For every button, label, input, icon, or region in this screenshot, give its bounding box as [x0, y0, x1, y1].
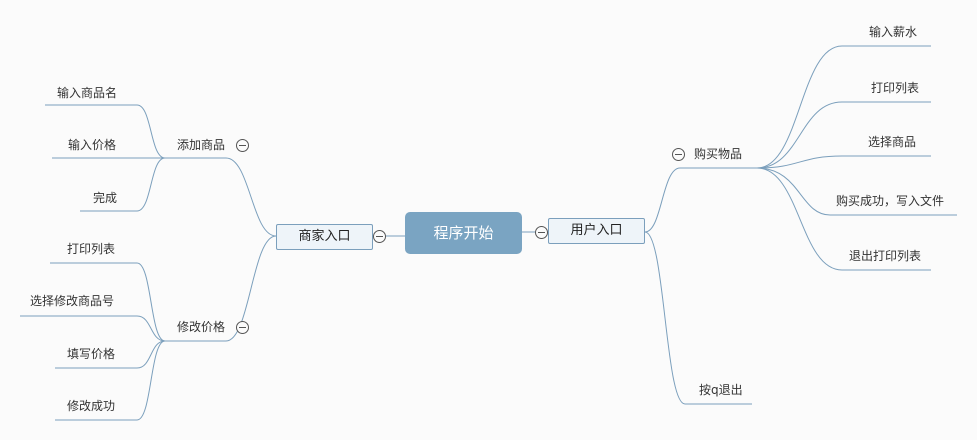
- branch-merchant[interactable]: 商家入口: [276, 224, 373, 250]
- connector-add-leaf3: [80, 157, 166, 212]
- root-node[interactable]: 程序开始: [405, 212, 522, 254]
- connector-user-buy: [644, 167, 757, 233]
- leaf-modify-3[interactable]: 填写价格: [67, 347, 116, 361]
- connector-merchant-modify: [165, 235, 277, 342]
- connector-buy-leaf4: [756, 167, 957, 216]
- node-modify-price[interactable]: 修改价格: [177, 320, 226, 334]
- connector-buy-leaf1: [756, 45, 931, 169]
- node-buy-items[interactable]: 购买物品: [694, 147, 743, 161]
- leaf-add-3[interactable]: 完成: [93, 191, 118, 205]
- leaf-modify-1[interactable]: 打印列表: [67, 242, 116, 256]
- connector-modify-leaf4: [55, 340, 166, 421]
- connector-add-leaf1: [45, 104, 166, 159]
- connector-buy-leaf2: [756, 101, 931, 169]
- connector-merchant-add: [165, 157, 277, 237]
- leaf-buy-5[interactable]: 退出打印列表: [849, 249, 922, 263]
- leaf-buy-2[interactable]: 打印列表: [871, 81, 920, 95]
- leaf-add-1[interactable]: 输入商品名: [57, 86, 118, 100]
- leaf-buy-4[interactable]: 购买成功，写入文件: [836, 194, 945, 208]
- branch-user[interactable]: 用户入口: [548, 218, 645, 244]
- connector-modify-leaf1: [50, 262, 166, 342]
- node-add-product[interactable]: 添加商品: [177, 138, 226, 152]
- connector-modify-leaf3: [55, 340, 166, 369]
- node-quit[interactable]: 按q退出: [699, 383, 743, 397]
- leaf-add-2[interactable]: 输入价格: [68, 138, 117, 152]
- connector-user-quit: [644, 231, 752, 405]
- leaf-modify-2[interactable]: 选择修改商品号: [30, 294, 115, 308]
- leaf-buy-1[interactable]: 输入薪水: [869, 25, 918, 39]
- leaf-modify-4[interactable]: 修改成功: [67, 399, 116, 413]
- leaf-buy-3[interactable]: 选择商品: [868, 135, 917, 149]
- connector-buy-leaf3: [756, 155, 931, 169]
- collapse-user-icon[interactable]: [535, 226, 548, 239]
- collapse-buy-icon[interactable]: [672, 148, 685, 161]
- collapse-add-product-icon[interactable]: [236, 139, 249, 152]
- connector-buy-leaf5: [756, 167, 931, 271]
- connector-modify-leaf2: [20, 315, 166, 342]
- collapse-merchant-icon[interactable]: [373, 230, 386, 243]
- collapse-modify-price-icon[interactable]: [236, 321, 249, 334]
